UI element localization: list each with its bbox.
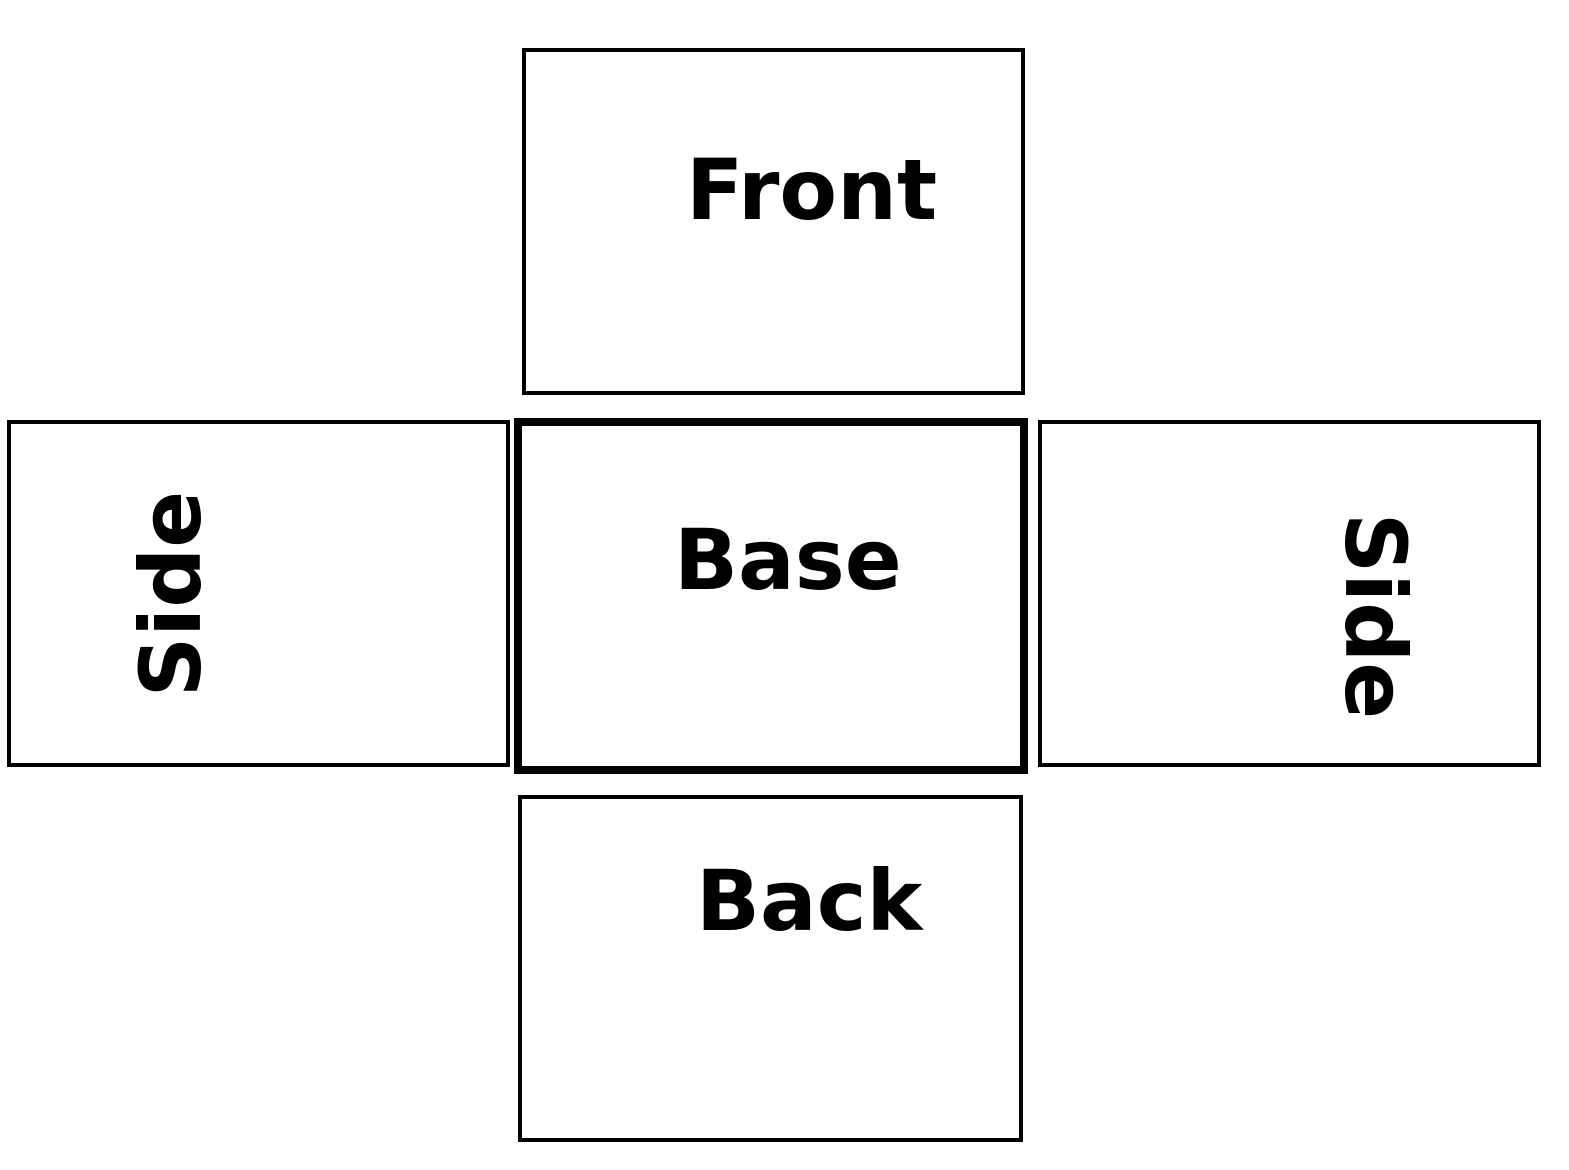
base-panel-label: Base: [674, 511, 902, 609]
back-panel-label: Back: [696, 852, 923, 950]
front-panel-label: Front: [686, 141, 938, 239]
right-side-panel-label: Side: [1326, 512, 1424, 720]
left-side-panel-label: Side: [122, 490, 220, 698]
right-side-panel: Side: [1038, 420, 1541, 767]
front-panel: Front: [522, 48, 1025, 395]
back-panel: Back: [518, 795, 1023, 1142]
left-side-panel: Side: [7, 420, 510, 767]
base-panel: Base: [514, 418, 1028, 774]
